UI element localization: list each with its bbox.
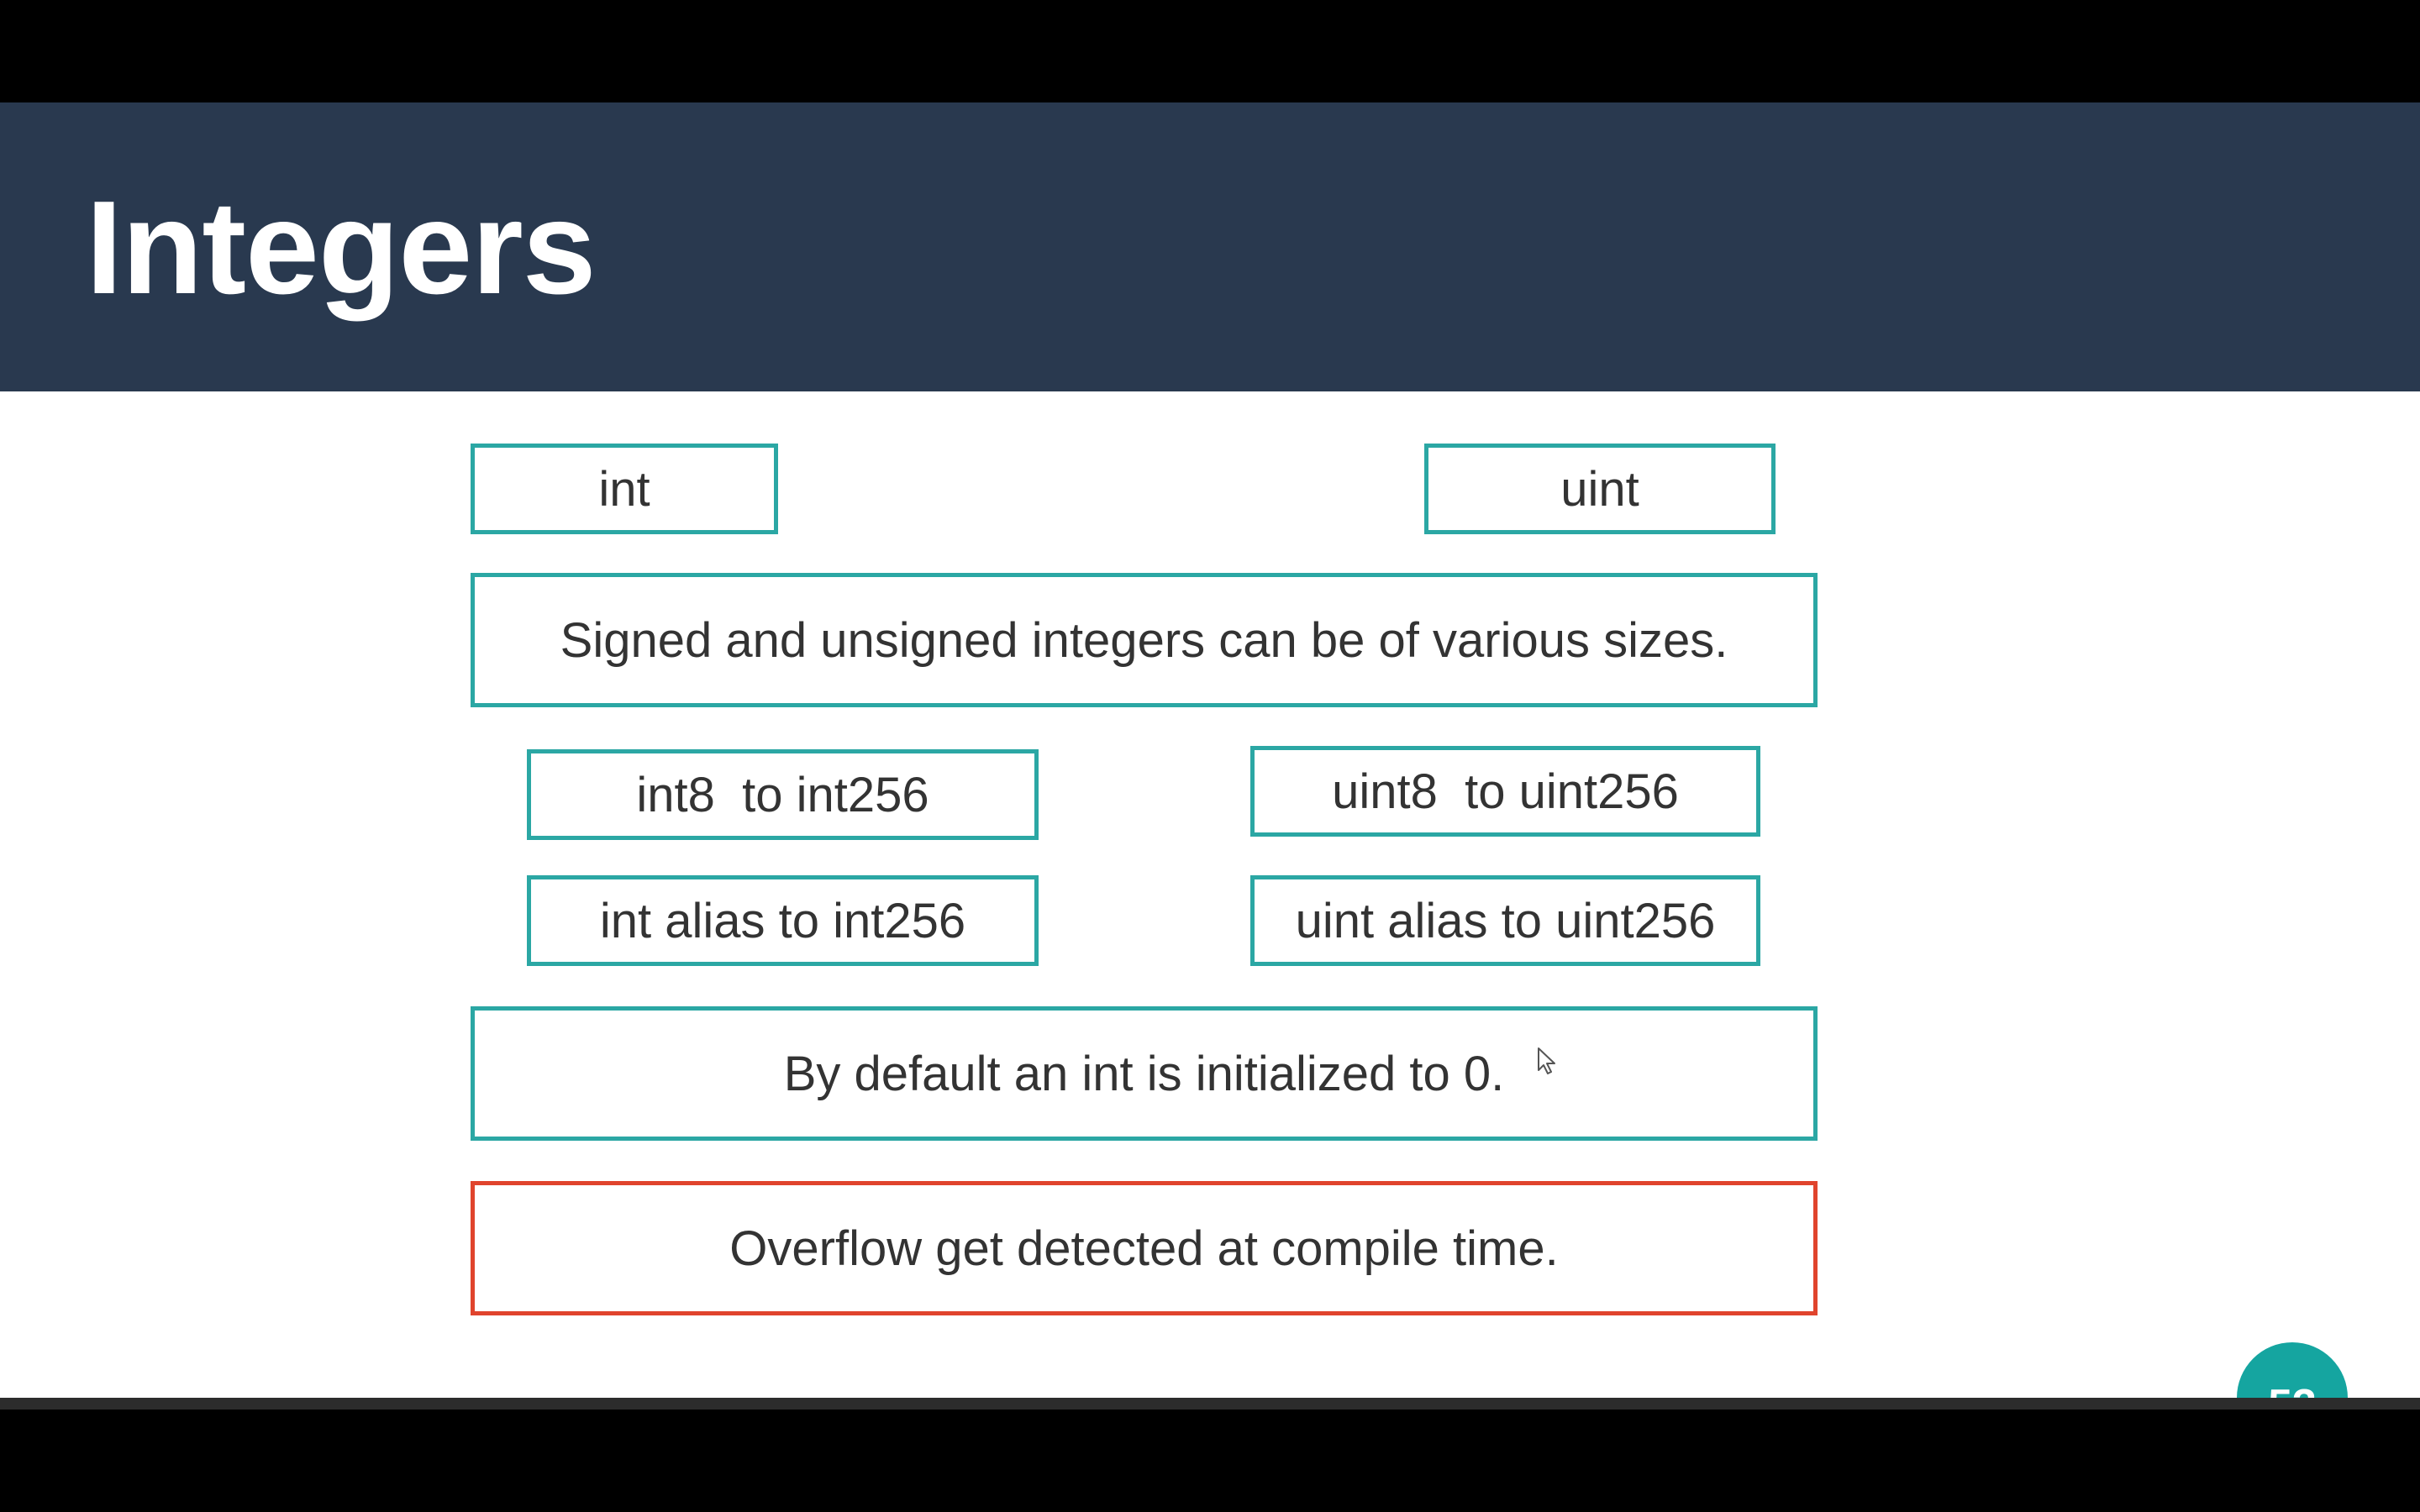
overflow-note-box: Overflow get detected at compile time. xyxy=(471,1181,1818,1315)
title-bar: Integers xyxy=(0,102,2420,391)
default-note-box: By default an int is initialized to 0. xyxy=(471,1006,1818,1141)
slide: Integers int uint Signed and unsigned in… xyxy=(0,102,2420,1410)
int-alias-box: int alias to int256 xyxy=(527,875,1039,966)
uint-box: uint xyxy=(1424,444,1776,534)
int-box: int xyxy=(471,444,778,534)
int-range-box: int8 to int256 xyxy=(527,749,1039,840)
mouse-pointer-icon xyxy=(1538,1047,1555,1074)
uint-alias-box: uint alias to uint256 xyxy=(1250,875,1760,966)
slide-title: Integers xyxy=(86,174,597,322)
sizes-note-box: Signed and unsigned integers can be of v… xyxy=(471,573,1818,707)
slide-bottom-strip xyxy=(0,1398,2420,1410)
uint-range-box: uint8 to uint256 xyxy=(1250,746,1760,837)
